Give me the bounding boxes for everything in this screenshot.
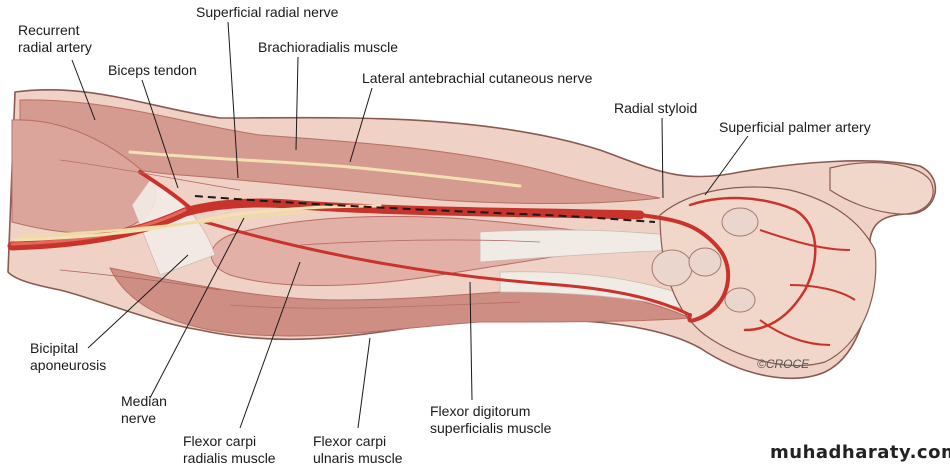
leader-bicipital-aponeurosis	[87, 254, 189, 349]
label-lateral-antebrachial-cutaneous-nerve: Lateral antebrachial cutaneous nerve	[362, 70, 593, 86]
label-brachioradialis-muscle: Brachioradialis muscle	[258, 39, 399, 55]
palmar-arch	[638, 213, 731, 323]
carpal-bone	[688, 247, 722, 277]
label-biceps-tendon: Biceps tendon	[108, 62, 197, 78]
recurrent-radial-artery	[138, 170, 192, 210]
leader-radial-styloid	[661, 117, 664, 199]
artist-signature: ©CROCE	[757, 357, 810, 371]
leader-median-nerve	[149, 217, 245, 399]
leader-lines	[71, 21, 749, 429]
leader-flexor-carpi-ulnaris	[357, 337, 371, 429]
label-median-nerve: Median nerve	[121, 393, 167, 426]
label-flexor-digitorum-superficialis-muscle: Flexor digitorum superficialis muscle	[430, 403, 552, 436]
carpal-bone	[721, 207, 759, 237]
dashed-guide-line	[194, 195, 656, 223]
digital-artery	[789, 284, 856, 301]
lateral-antebrachial-nerve	[128, 150, 522, 188]
label-superficial-radial-nerve: Superficial radial nerve	[196, 4, 339, 20]
ulnar-artery	[203, 220, 692, 317]
label-recurrent-radial-artery: Recurrent radial artery	[18, 22, 92, 55]
palm-shape	[659, 186, 877, 367]
thumb-shape	[829, 162, 934, 215]
muscle-fiber	[59, 159, 241, 191]
leader-lateral-antebrachial-nerve	[349, 87, 373, 163]
label-flexor-carpi-radialis-muscle: Flexor carpi radialis muscle	[183, 433, 276, 466]
leader-superficial-radial-nerve	[227, 21, 239, 179]
muscle-fiber	[299, 239, 541, 246]
label-bicipital-aponeurosis: Bicipital aponeurosis	[30, 340, 107, 373]
brachioradialis-shape	[19, 99, 661, 205]
median-nerve	[18, 210, 312, 238]
label-flexor-carpi-ulnaris-muscle: Flexor carpi ulnaris muscle	[313, 433, 403, 466]
leader-superficial-palmer-artery	[704, 135, 749, 196]
watermark: muhadharaty.com	[770, 442, 950, 463]
digital-artery	[759, 319, 831, 346]
radial-artery	[7, 198, 645, 251]
superficial-radial-nerve	[13, 204, 382, 242]
carpal-bone	[724, 287, 756, 313]
carpal-bone	[651, 249, 693, 287]
leader-brachioradialis	[295, 56, 299, 151]
superficial-palmar-branch	[688, 196, 817, 332]
label-superficial-palmer-artery: Superficial palmer artery	[719, 119, 871, 135]
muscle-fiber	[59, 269, 221, 291]
leader-flexor-carpi-radialis	[239, 261, 301, 429]
muscle-fiber	[229, 301, 521, 309]
leader-recurrent-radial-artery	[71, 59, 96, 121]
label-radial-styloid: Radial styloid	[614, 100, 698, 116]
leader-biceps-tendon	[141, 79, 179, 189]
leader-flexor-digitorum-superficialis	[469, 281, 473, 401]
digital-artery	[759, 229, 851, 251]
